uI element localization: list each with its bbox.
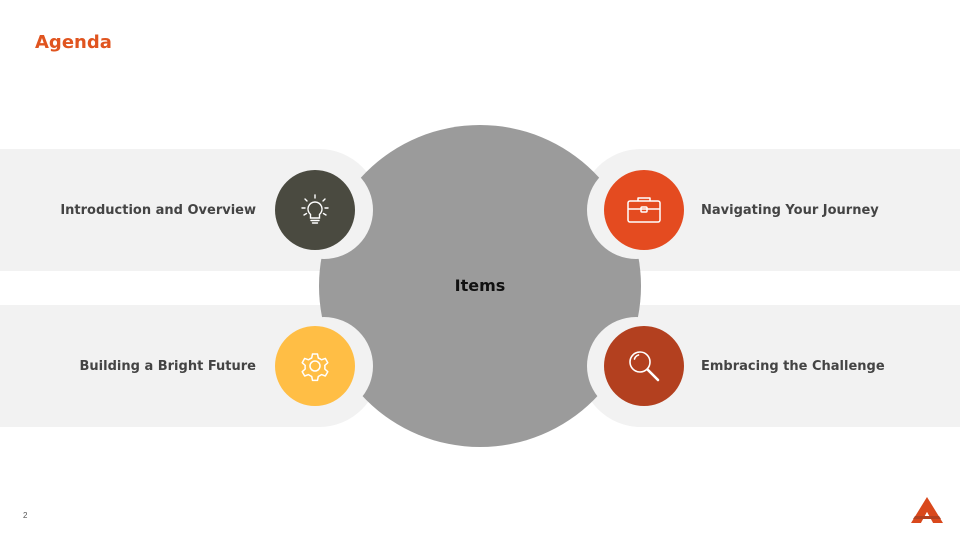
hub-label: Items bbox=[454, 276, 506, 295]
center-hub-circle bbox=[319, 125, 641, 447]
item-4-icon-circle bbox=[604, 326, 684, 406]
magnifier-icon bbox=[629, 351, 660, 382]
briefcase-icon bbox=[627, 197, 661, 223]
gear-icon bbox=[301, 353, 329, 382]
item-2-label: Navigating Your Journey bbox=[701, 203, 879, 218]
item-3-label: Building a Bright Future bbox=[79, 359, 256, 374]
page-number: 2 bbox=[23, 511, 28, 520]
lightbulb-icon bbox=[301, 194, 329, 224]
item-2-icon-circle bbox=[604, 170, 684, 250]
item-1-icon-circle bbox=[275, 170, 355, 250]
item-4-label: Embracing the Challenge bbox=[701, 359, 885, 374]
brand-logo-icon bbox=[911, 497, 943, 523]
slide-title: Agenda bbox=[35, 32, 112, 53]
item-1-label: Introduction and Overview bbox=[60, 203, 256, 218]
item-3-icon-circle bbox=[275, 326, 355, 406]
